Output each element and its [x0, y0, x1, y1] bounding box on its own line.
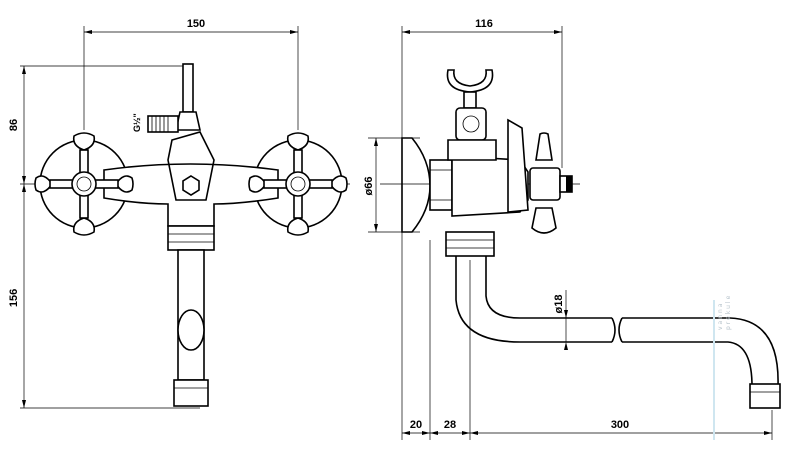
spout-tip [173, 379, 209, 407]
arrow-head [402, 30, 410, 34]
diverter-lever [182, 63, 194, 113]
break-right [618, 317, 623, 343]
body-connector [429, 159, 453, 211]
arrow-head [374, 138, 378, 146]
spout-inner [485, 256, 612, 319]
shower-holder-hook [446, 69, 494, 93]
thread-icon [151, 116, 169, 132]
arrow-head [564, 342, 568, 350]
dim-label-spout: ø18 [553, 295, 565, 314]
diverter-lever-side [507, 118, 529, 213]
arrow-head [564, 310, 568, 318]
right-cross-handle [248, 132, 348, 236]
spout-outer-end [622, 341, 753, 387]
holder-block [455, 107, 487, 141]
dim-label-300: 300 [611, 419, 629, 431]
diverter-housing [167, 131, 215, 201]
side-view: 116 ø66 20 28 300 [363, 18, 781, 440]
hex-nut [182, 175, 200, 196]
spout-outer [455, 256, 612, 343]
dim-label-86: 86 [8, 119, 20, 131]
arrow-head [374, 224, 378, 232]
dim-label-156: 156 [8, 289, 20, 307]
dim-label-20: 20 [410, 419, 422, 431]
arrow-head [402, 431, 410, 435]
dim-label-28: 28 [444, 419, 456, 431]
left-cross-handle [34, 132, 134, 236]
arrow-head [430, 431, 438, 435]
arrow-head [764, 431, 772, 435]
arrow-head [462, 431, 470, 435]
watermark-line-1: vanna [717, 301, 724, 330]
arrow-head [290, 30, 298, 34]
diverter-top [447, 139, 497, 161]
spout-nut-side [445, 231, 495, 257]
holder-stem [463, 91, 477, 109]
watermark-line-2: prekule [725, 294, 732, 330]
dim-label-flange: ø66 [363, 177, 375, 196]
spout-bend [177, 309, 205, 351]
arrow-head [22, 400, 26, 408]
watermark: vanna prekule [713, 294, 732, 440]
spout-nut [167, 225, 215, 251]
spout-aerator [749, 383, 781, 409]
arrow-head [22, 66, 26, 74]
arrow-head [470, 431, 478, 435]
side-wall-flange [401, 137, 431, 233]
arrow-head [22, 184, 26, 192]
handle-cap [566, 176, 572, 192]
side-handle [529, 132, 573, 234]
arrow-head [554, 30, 562, 34]
dim-label-150: 150 [187, 18, 205, 30]
lever-base [175, 111, 201, 131]
break-left [611, 317, 616, 343]
spout-inner-end [622, 317, 779, 387]
dim-label-116: 116 [475, 18, 493, 30]
arrow-head [22, 176, 26, 184]
thread-label: G½" [132, 113, 142, 132]
hose-connector [147, 115, 179, 133]
arrow-head [422, 431, 430, 435]
front-view: 150 86 156 G½" [8, 18, 350, 409]
arrow-head [84, 30, 92, 34]
